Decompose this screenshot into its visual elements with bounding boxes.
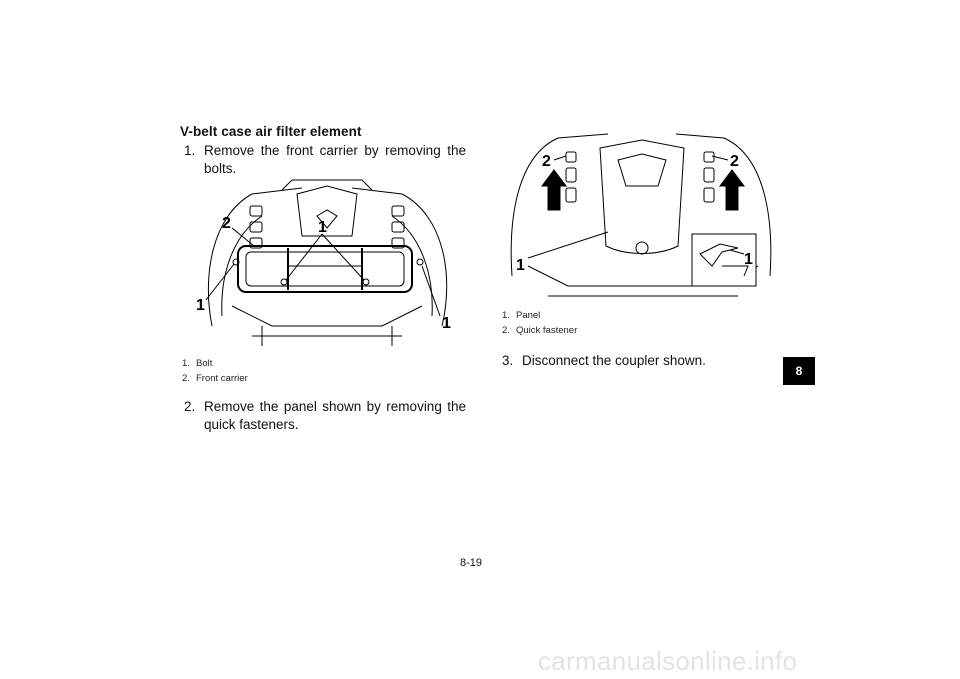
step-text: Remove the front carrier by removing the… [204, 143, 466, 176]
figure-legend: 1.Panel 2.Quick fastener [502, 308, 577, 338]
legend-item: 1.Panel [502, 310, 541, 321]
step-number: 3. [502, 353, 514, 368]
instruction-step-2: 2. Remove the panel shown by removing th… [184, 398, 466, 434]
callout-front-carrier: 2 [222, 215, 231, 232]
figure-legend: 1.Bolt 2.Front carrier [182, 356, 248, 386]
instruction-step-3: 3. Disconnect the coupler shown. [502, 352, 802, 370]
section-heading: V-belt case air filter element [180, 124, 362, 139]
step-text: Remove the panel shown by removing the q… [204, 399, 466, 432]
callout-panel: 1 [516, 257, 525, 274]
legend-item: 2.Quick fastener [502, 325, 578, 336]
legend-item: 2.Front carrier [182, 373, 248, 384]
step-number: 1. [184, 143, 196, 158]
page-number: 8-19 [460, 557, 483, 569]
watermark: carmanualsonline.info [538, 646, 798, 676]
instruction-step-1: 1. Remove the front carrier by removing … [184, 142, 466, 178]
chapter-tab: 8 [783, 357, 815, 385]
step-number: 2. [184, 399, 196, 414]
callout-bolt: 1 [318, 219, 327, 236]
legend-item: 1.Bolt [182, 358, 213, 369]
step-text: Disconnect the coupler shown. [522, 353, 706, 368]
callout-quick-fastener: 2 [730, 153, 739, 170]
callout-quick-fastener: 2 [542, 153, 551, 170]
callout-bolt: 1 [196, 297, 205, 314]
panel-removal-illustration: 2 2 1 1 [508, 126, 778, 304]
front-carrier-illustration: 2 1 1 1 [192, 176, 462, 350]
callout-panel: 1 [744, 251, 753, 268]
callout-bolt: 1 [442, 315, 451, 332]
